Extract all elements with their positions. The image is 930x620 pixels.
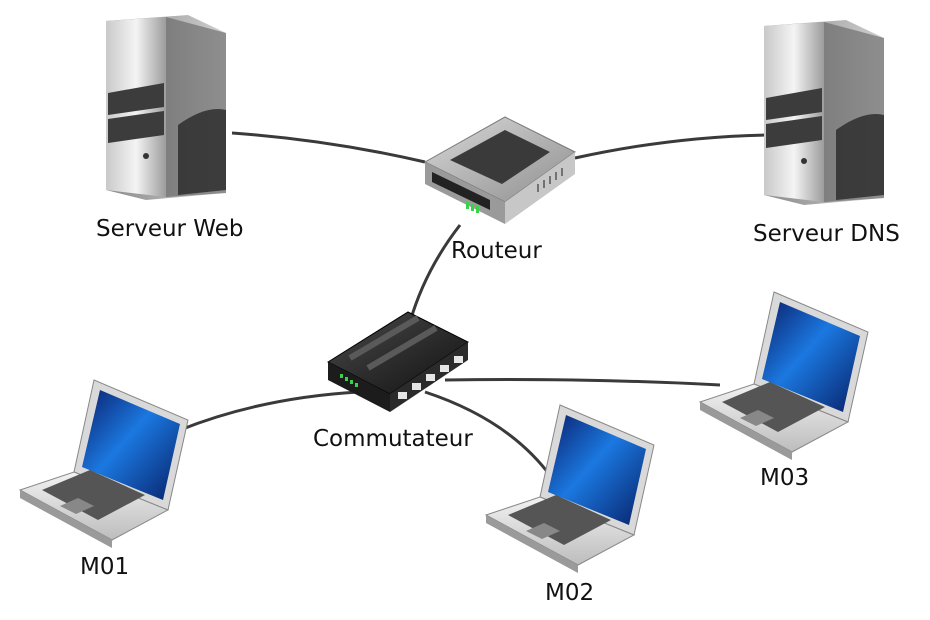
server-icon	[106, 15, 226, 200]
router-icon	[423, 116, 576, 224]
label-m02: M02	[545, 580, 595, 606]
label-serveur-dns: Serveur DNS	[753, 221, 900, 247]
cable-web-router	[231, 131, 426, 164]
cable-router-dns	[574, 133, 767, 160]
server-icon	[764, 20, 884, 205]
switch-icon	[326, 311, 469, 412]
cable-switch-m02	[424, 390, 554, 479]
laptop-icon	[698, 291, 869, 460]
cable-switch-m01	[179, 390, 359, 432]
label-commutateur: Commutateur	[313, 426, 473, 452]
laptop-icon	[18, 379, 189, 548]
label-serveur-web: Serveur Web	[96, 216, 244, 242]
laptop-icon	[484, 404, 655, 573]
label-routeur: Routeur	[451, 238, 542, 264]
cable-switch-m03	[444, 378, 721, 387]
label-m01: M01	[80, 554, 130, 580]
cables	[179, 131, 767, 479]
label-m03: M03	[760, 465, 810, 491]
cable-router-switch	[408, 224, 462, 323]
